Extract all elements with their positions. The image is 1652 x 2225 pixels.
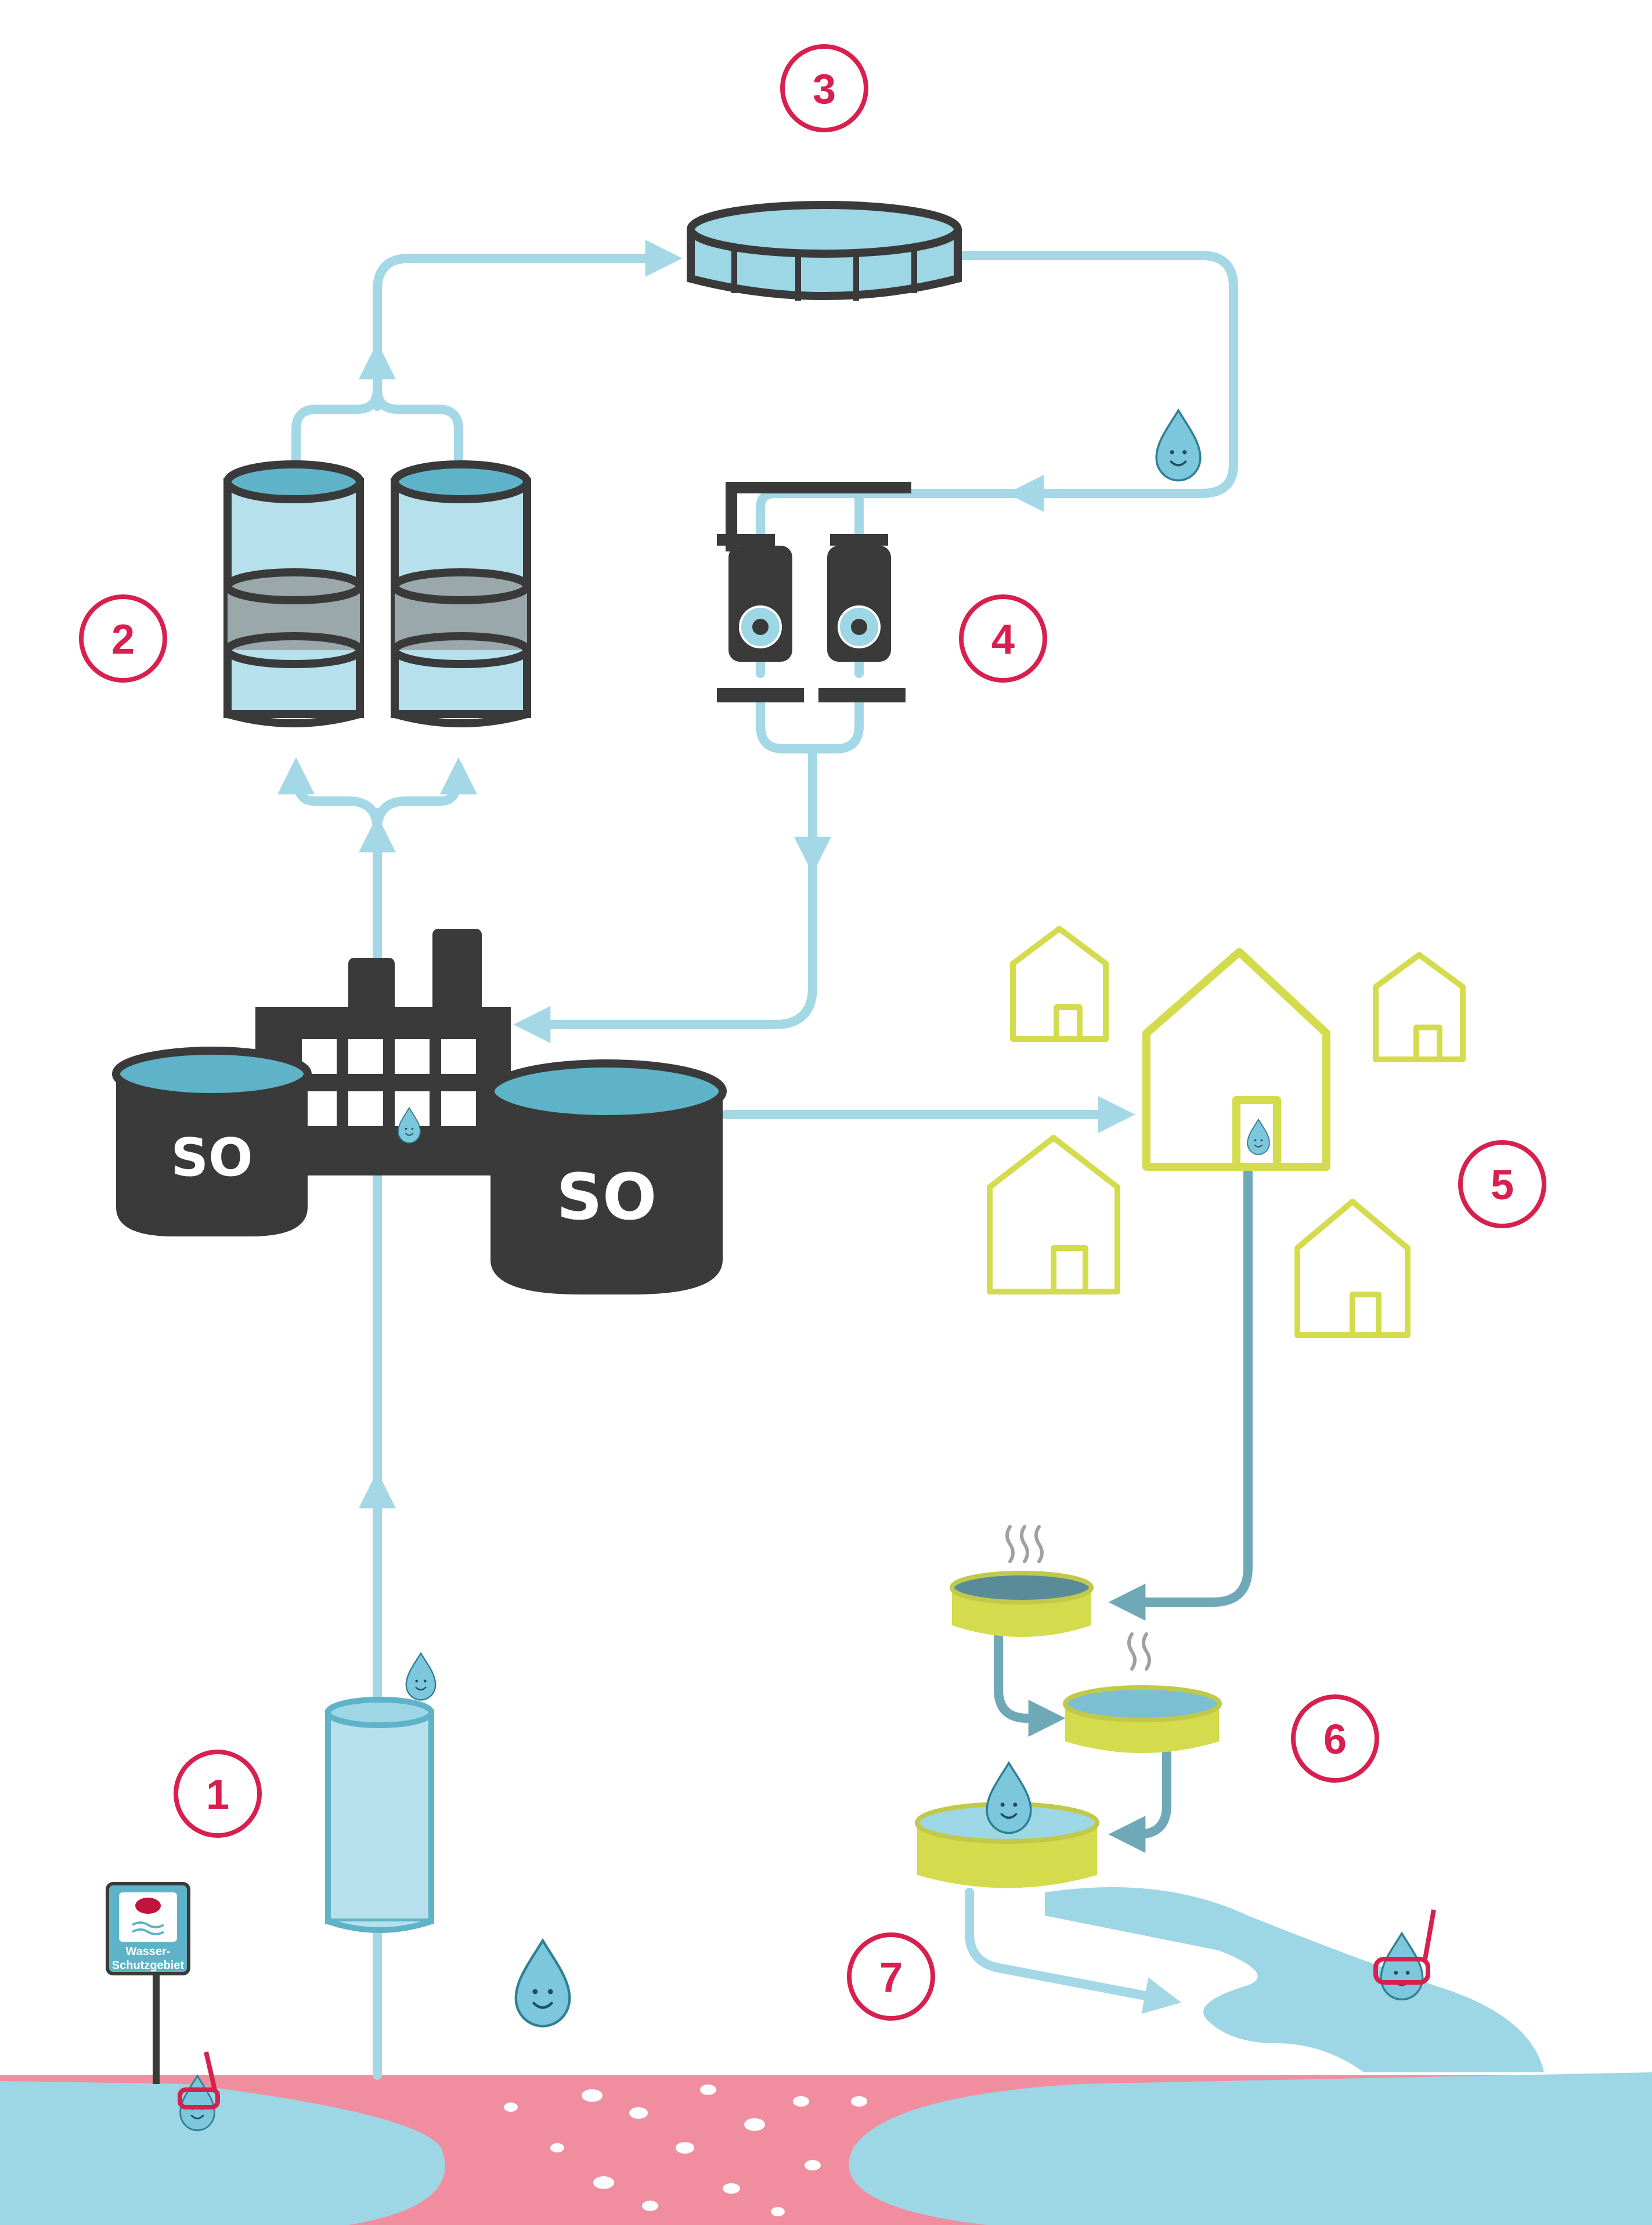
pipe-to-reservoir bbox=[373, 240, 683, 362]
pipe-reservoir-to-pumps bbox=[953, 251, 1238, 512]
pipe-merge-right bbox=[373, 384, 463, 469]
step-marker-1: 1 bbox=[174, 1750, 262, 1838]
storage-tank-left: SO bbox=[112, 1047, 312, 1236]
reservoir-icon bbox=[687, 201, 962, 301]
house-icon bbox=[1294, 1199, 1411, 1338]
pump-right bbox=[818, 534, 906, 702]
protection-sign-icon: Wasser- Schutzgebiet bbox=[106, 1882, 190, 2084]
step-label-5: 5 bbox=[1491, 1162, 1514, 1209]
water-drop-character-icon bbox=[405, 1652, 437, 1701]
treatment-basins bbox=[915, 1525, 1222, 1888]
house-icon bbox=[1010, 926, 1109, 1042]
step-label-3: 3 bbox=[813, 66, 836, 113]
logo-right: SO bbox=[557, 1160, 657, 1234]
snorkel-icon bbox=[178, 1909, 1436, 2109]
water-drop-character-icon bbox=[986, 1762, 1032, 1834]
pipe-pump-left-out bbox=[756, 692, 817, 753]
step-marker-6: 6 bbox=[1291, 1694, 1379, 1783]
ground-layer bbox=[0, 1887, 1652, 2225]
ground-pebbles bbox=[504, 2085, 867, 2216]
pipe-split-left bbox=[277, 757, 382, 835]
step-marker-4: 4 bbox=[959, 594, 1047, 683]
water-drop-character-icon bbox=[1380, 1932, 1424, 2001]
sign-line-1: Wasser- bbox=[125, 1945, 170, 1958]
pipe-pump-right-out bbox=[808, 692, 864, 753]
well-tank bbox=[325, 1697, 434, 1933]
pump-left bbox=[717, 534, 804, 702]
step-marker-5: 5 bbox=[1458, 1140, 1546, 1228]
pipe-to-plant bbox=[513, 854, 817, 1043]
filter-tank-right bbox=[391, 460, 531, 727]
filter-tank-left bbox=[223, 460, 364, 727]
house-icon bbox=[1373, 952, 1466, 1062]
pipe-merge-left bbox=[291, 384, 382, 469]
steam-icon bbox=[1005, 1525, 1044, 1563]
step-label-1: 1 bbox=[206, 1772, 229, 1818]
factory-icon: SO SO bbox=[112, 929, 727, 1294]
pump-icon bbox=[717, 482, 911, 702]
step-markers: 1 2 3 4 5 6 7 bbox=[79, 44, 1546, 2021]
pipe-to-river bbox=[965, 1888, 1182, 2014]
basin-1 bbox=[950, 1525, 1094, 1637]
step-marker-7: 7 bbox=[847, 1932, 935, 2021]
water-drop-character-icon bbox=[516, 1941, 569, 2026]
water-drop-character-icon bbox=[1155, 409, 1202, 482]
sign-line-2: Schutzgebiet bbox=[112, 1959, 185, 1972]
water-drop-characters bbox=[178, 409, 1436, 2132]
step-marker-3: 3 bbox=[780, 44, 868, 132]
step-label-7: 7 bbox=[879, 1954, 903, 2001]
houses bbox=[987, 926, 1466, 1338]
filter-tank-icon bbox=[223, 460, 531, 727]
pipes bbox=[277, 240, 1253, 2080]
pipe-treatment-2-to-3 bbox=[1108, 1748, 1171, 1853]
basin-2 bbox=[1063, 1632, 1222, 1753]
logo-left: SO bbox=[171, 1127, 253, 1188]
step-label-4: 4 bbox=[991, 616, 1015, 663]
house-icon bbox=[1142, 948, 1330, 1171]
pipe-treatment-1-to-2 bbox=[994, 1632, 1066, 1737]
storage-tank-right: SO bbox=[486, 1059, 727, 1294]
step-label-6: 6 bbox=[1323, 1716, 1347, 1763]
pipe-houses-to-treatment bbox=[1108, 1168, 1253, 1621]
steam-icon bbox=[1127, 1632, 1151, 1671]
house-icon bbox=[987, 1135, 1120, 1294]
pipe-split-right bbox=[373, 757, 477, 835]
step-marker-2: 2 bbox=[79, 594, 167, 683]
step-label-2: 2 bbox=[111, 616, 135, 663]
